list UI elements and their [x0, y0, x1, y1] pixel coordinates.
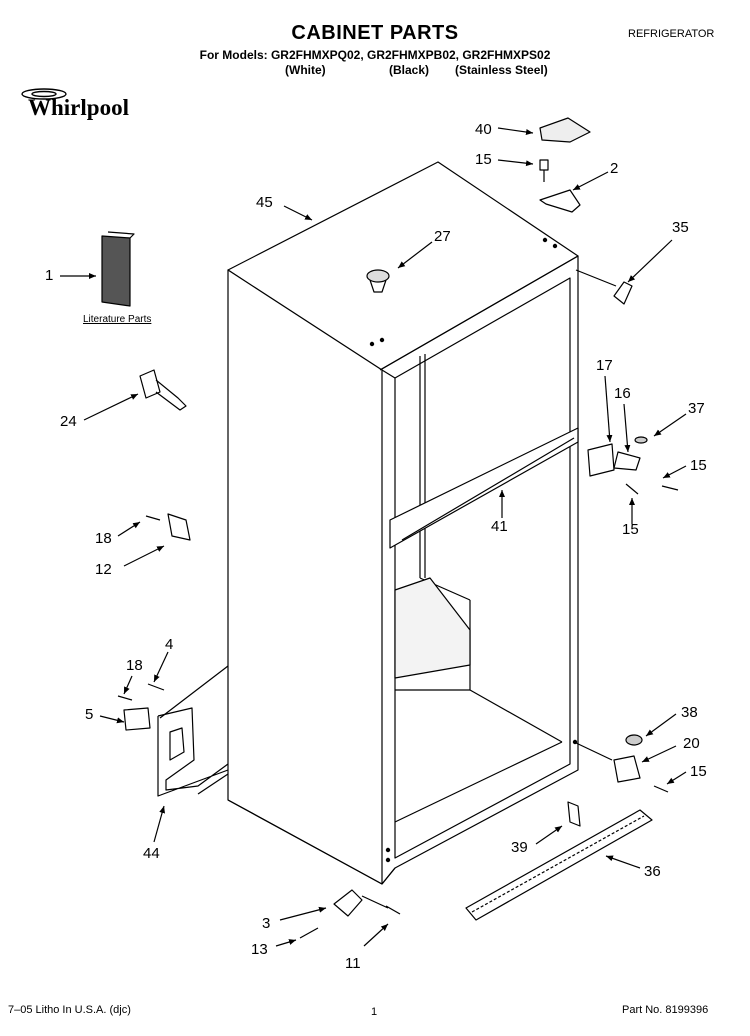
bracket-5 — [123, 707, 151, 731]
bushing-38 — [625, 734, 643, 746]
mullion-bar-41 — [389, 427, 579, 549]
appliance-type: REFRIGERATOR — [628, 28, 715, 40]
callout-15: 15 — [690, 457, 707, 474]
page-number: 1 — [371, 1006, 378, 1018]
part-24 — [139, 369, 161, 399]
callout-15: 15 — [690, 763, 707, 780]
callout-15: 15 — [622, 521, 639, 538]
callout-1: 1 — [45, 267, 54, 284]
page-title: CABINET PARTS — [291, 22, 459, 44]
washer-37 — [634, 436, 648, 444]
callout-37: 37 — [688, 400, 705, 417]
callout-40: 40 — [475, 121, 492, 138]
callout-35: 35 — [672, 219, 689, 236]
callout-4: 4 — [165, 636, 174, 653]
screw-13 — [299, 927, 319, 939]
screw-11 — [385, 905, 401, 915]
hinge-cover-40 — [539, 117, 591, 143]
callout-11: 11 — [345, 955, 361, 972]
callout-16: 16 — [614, 385, 631, 402]
callout-41: 41 — [491, 518, 508, 535]
screw-15a — [539, 159, 549, 182]
frame-44 — [157, 707, 229, 797]
callout-20: 20 — [683, 735, 700, 752]
screw-15b — [661, 485, 679, 491]
callout-2: 2 — [610, 160, 619, 177]
literature-1 — [101, 235, 131, 307]
whirlpool-logo — [21, 88, 67, 100]
callout-13: 13 — [251, 941, 268, 958]
clip-39 — [567, 801, 581, 827]
part-number: Part No. 8199396 — [622, 1004, 709, 1016]
callout-36: 36 — [644, 863, 661, 880]
screw-18a — [145, 515, 161, 521]
hinge-17 — [587, 443, 615, 477]
roller-3 — [333, 889, 363, 917]
callout-39: 39 — [511, 839, 528, 856]
callout-18: 18 — [126, 657, 143, 674]
screw-18b — [117, 695, 133, 701]
callout-15: 15 — [475, 151, 492, 168]
callout-44: 44 — [143, 845, 160, 862]
part-35 — [613, 281, 633, 305]
callout-5: 5 — [85, 706, 94, 723]
brand-logo-text: Whirlpool — [28, 95, 129, 120]
finish-black: (Black) — [389, 63, 430, 77]
grille-36 — [465, 809, 653, 921]
model-list: For Models: GR2FHMXPQ02, GR2FHMXPB02, GR… — [199, 48, 551, 62]
callout-45: 45 — [256, 194, 273, 211]
callout-17: 17 — [596, 357, 613, 374]
finish-white: (White) — [285, 63, 326, 77]
callout-18: 18 — [95, 530, 112, 547]
hinge-16 — [613, 451, 641, 471]
hinge-20 — [613, 755, 641, 783]
screw-4 — [147, 683, 165, 691]
callout-38: 38 — [681, 704, 698, 721]
footer-litho: 7–05 Litho In U.S.A. (djc) — [8, 1004, 131, 1016]
literature-parts-label: Literature Parts — [83, 314, 152, 325]
screw-15c — [625, 483, 639, 495]
bracket-12 — [167, 513, 191, 541]
callout-27: 27 — [434, 228, 451, 245]
plug-27 — [366, 269, 390, 283]
screw-15d — [653, 785, 669, 793]
callout-3: 3 — [262, 915, 271, 932]
callout-24: 24 — [60, 413, 77, 430]
finish-stainless: (Stainless Steel) — [455, 63, 548, 77]
top-hinge-2 — [539, 189, 581, 213]
callout-12: 12 — [95, 561, 112, 578]
